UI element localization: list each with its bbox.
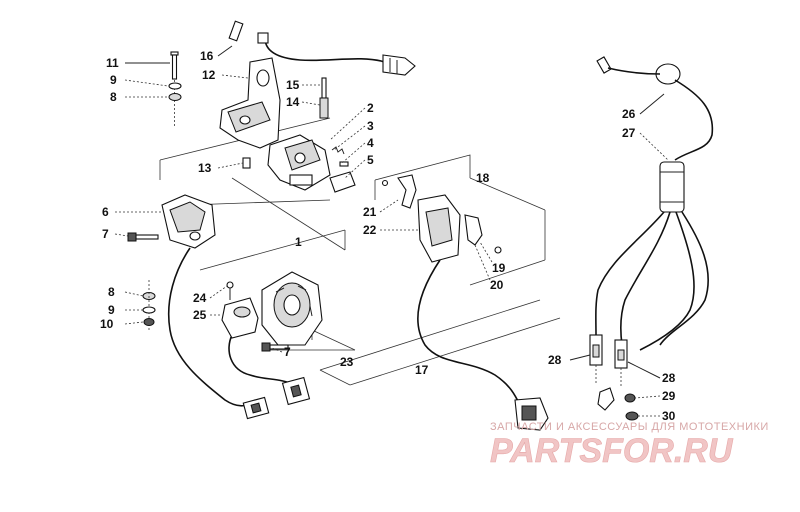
screw-part-7-upper	[127, 232, 159, 242]
callout-6: 6	[102, 205, 109, 219]
spring-part-3	[331, 146, 345, 155]
callout-15: 15	[286, 78, 300, 92]
watermark-logo: PARTSFOR.RU	[490, 432, 734, 470]
callout-4: 4	[367, 136, 374, 150]
callout-2: 2	[367, 101, 374, 115]
harness-cable-part-27	[674, 79, 714, 161]
callout-13: 13	[198, 161, 212, 175]
bolt-part-11	[170, 51, 179, 128]
ring-terminal-part-26	[596, 56, 681, 85]
callout-10: 10	[100, 317, 114, 331]
callout-25: 25	[193, 308, 207, 322]
callout-29: 29	[662, 389, 676, 403]
callout-28: 28	[662, 371, 676, 385]
harness-branches	[595, 211, 709, 351]
wire-harness-lower-left	[167, 247, 296, 407]
callout-21: 21	[363, 205, 377, 219]
clip-part-5	[329, 171, 356, 193]
callout-9: 9	[108, 303, 115, 317]
callout-labels: 11 9 8 16 12 15 14 2 3 4 5 13 6 7 1 18 2…	[100, 49, 676, 423]
connector-part-15	[382, 54, 416, 76]
callout-28: 28	[548, 353, 562, 367]
harness-sleeve	[659, 161, 685, 213]
callout-3: 3	[367, 119, 374, 133]
callout-8: 8	[108, 285, 115, 299]
bracket-part-12	[219, 57, 281, 149]
assembly-outline-17	[319, 299, 561, 386]
assembly-outline-18	[374, 154, 546, 286]
terminal-part-14	[319, 77, 329, 119]
callout-7: 7	[284, 345, 291, 359]
callout-26: 26	[622, 107, 636, 121]
screw-part-24	[226, 281, 234, 300]
watermark: ЗАПЧАСТИ И АКСЕССУАРЫ ДЛЯ МОТОТЕХНИКИ PA…	[490, 421, 769, 470]
screw-part-4	[339, 161, 349, 167]
callout-8: 8	[110, 90, 117, 104]
callout-27: 27	[622, 126, 636, 140]
nut-part-8-upper	[168, 93, 182, 101]
housing-part-6	[161, 194, 216, 249]
callout-12: 12	[202, 68, 216, 82]
nut-part-10	[143, 318, 155, 326]
callout-5: 5	[367, 153, 374, 167]
sensor-head-part-17	[514, 397, 549, 431]
housing-part-23	[261, 271, 323, 346]
cable-part-16	[228, 20, 386, 63]
callout-23: 23	[340, 355, 354, 369]
leader-lines	[114, 45, 669, 417]
lever-part-21	[381, 174, 417, 209]
nut-part-30	[625, 411, 639, 421]
connector-plug-left	[242, 396, 270, 420]
cap-part-29	[597, 387, 636, 411]
callout-11: 11	[106, 56, 119, 70]
spark-plug-cap-part-28-left	[589, 334, 603, 366]
screw-part-7-lower	[261, 342, 289, 352]
pin-part-13	[242, 157, 251, 169]
callout-30: 30	[662, 409, 676, 423]
callout-20: 20	[490, 278, 504, 292]
callout-9: 9	[110, 73, 117, 87]
callout-18: 18	[476, 171, 490, 185]
connector-plug-right	[281, 376, 311, 406]
callout-17: 17	[415, 363, 429, 377]
washer-part-9-upper	[168, 82, 182, 90]
callout-19: 19	[492, 261, 506, 275]
sensor-wire-part-17	[417, 259, 521, 406]
switch-assembly-part-2	[267, 134, 331, 191]
callout-24: 24	[193, 291, 207, 305]
callout-1: 1	[295, 235, 302, 249]
spark-plug-cap-part-28-right	[614, 339, 628, 369]
callout-16: 16	[200, 49, 214, 63]
callout-22: 22	[363, 223, 377, 237]
washer-part-9-lower	[142, 306, 156, 314]
callout-14: 14	[286, 95, 300, 109]
callout-7: 7	[102, 227, 109, 241]
watermark-tagline: ЗАПЧАСТИ И АКСЕССУАРЫ ДЛЯ МОТОТЕХНИКИ	[490, 421, 769, 433]
sensor-part-25	[221, 297, 259, 339]
bracket-part-22	[417, 194, 461, 263]
clip-part-19	[464, 214, 502, 254]
spark-plug-leads	[595, 365, 622, 388]
